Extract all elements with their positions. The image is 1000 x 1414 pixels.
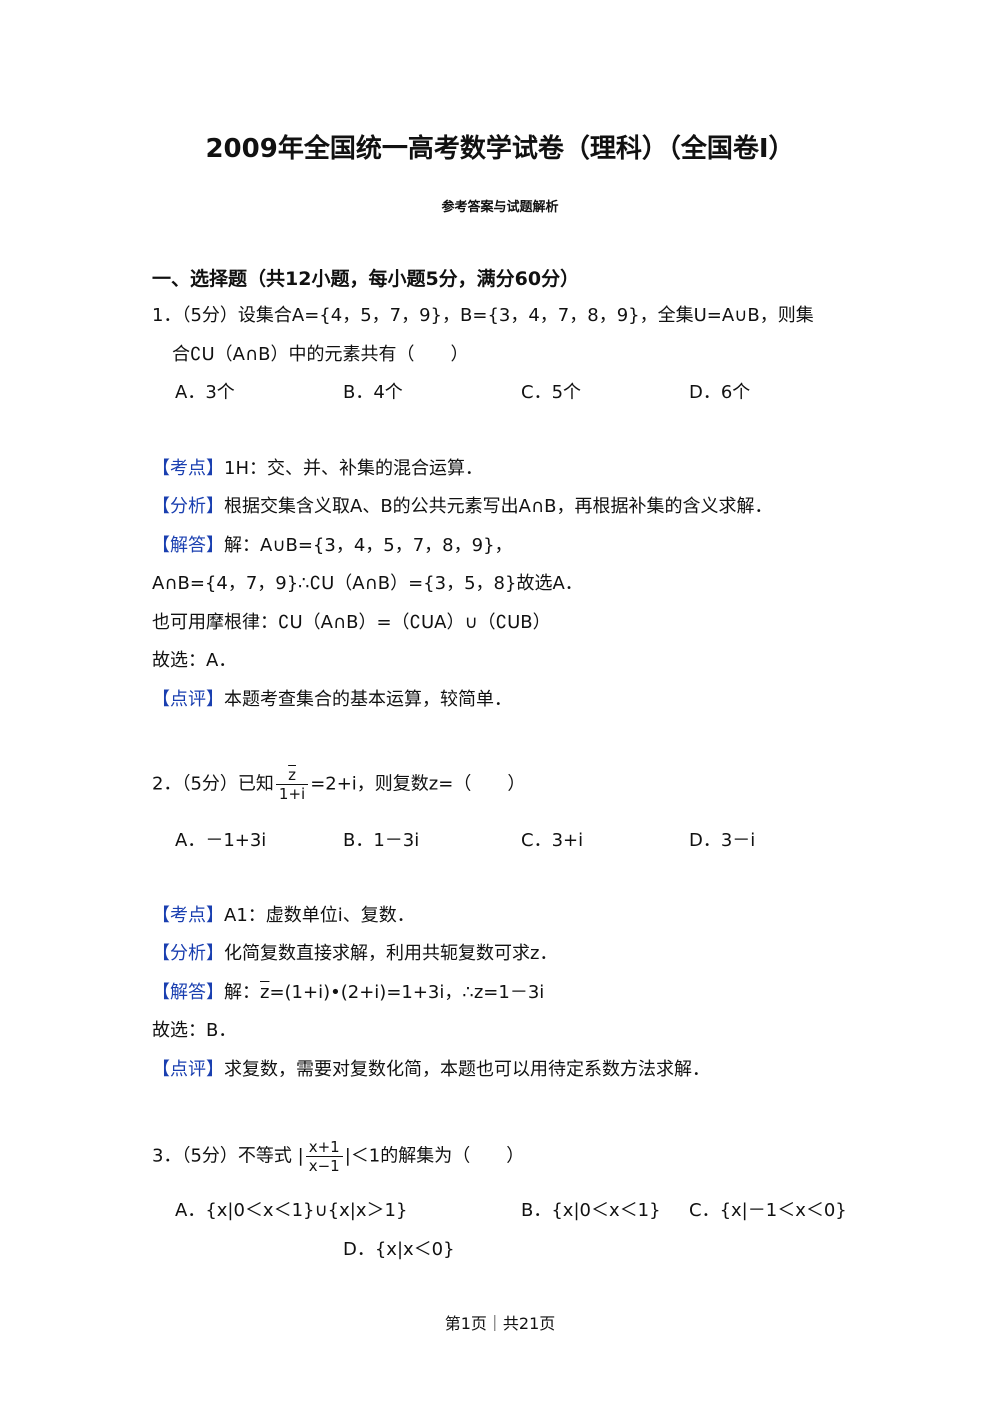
- kaodian-tag: 【考点】: [152, 458, 224, 479]
- q1-kaodian: 【考点】1H：交、并、补集的混合运算．: [152, 457, 483, 481]
- q2-solution-line2: 故选：B．: [152, 1020, 237, 1041]
- q1-option-c: C．5个: [521, 382, 582, 403]
- q1-stem-line2: 合∁U（A∩B）中的元素共有（ ）: [172, 344, 469, 365]
- jieda-tag: 【解答】: [152, 982, 224, 1003]
- q3-option-b: B．{x|0＜x＜1}: [521, 1200, 661, 1221]
- q3-frac-numerator: x+1: [305, 1138, 343, 1157]
- dianping-text: 求复数，需要对复数化简，本题也可以用待定系数方法求解．: [224, 1059, 710, 1080]
- q2-option-c: C．3+i: [521, 830, 584, 851]
- fenxi-tag: 【分析】: [152, 496, 224, 517]
- q1-solution-line4: 故选：A．: [152, 650, 237, 671]
- q3-option-d: D．{x|x＜0}: [343, 1239, 455, 1260]
- q2-option-a: A．－1+3i: [175, 830, 267, 851]
- q1-solution-line3: 也可用摩根律：∁U（A∩B）=（∁UA）∪（∁UB）: [152, 612, 551, 633]
- page-subtitle: 参考答案与试题解析: [441, 200, 559, 215]
- q2-jieda: 【解答】解：z=(1+i)•(2+i)=1+3i，∴z=1－3i: [152, 981, 544, 1005]
- dianping-text: 本题考查集合的基本运算，较简单．: [224, 689, 512, 710]
- q2-option-d: D．3－i: [689, 830, 756, 851]
- fenxi-text: 根据交集含义取A、B的公共元素写出A∩B，再根据补集的含义求解．: [224, 496, 773, 517]
- kaodian-text: A1：虚数单位i、复数．: [224, 905, 415, 926]
- q1-option-d: D．6个: [689, 382, 751, 403]
- q3-stem-prefix: 3．（5分）不等式 |: [152, 1145, 304, 1167]
- q2-frac-denominator: 1+i: [278, 785, 306, 803]
- q2-stem-suffix: =2+i，则复数z=（ ）: [310, 773, 526, 795]
- jieda-rest: =(1+i)•(2+i)=1+3i，∴z=1－3i: [269, 982, 545, 1003]
- q1-solution-line2: A∩B={4，7，9}∴∁U（A∩B）={3，5，8}故选A．: [152, 573, 583, 594]
- jieda-tag: 【解答】: [152, 535, 224, 556]
- q1-option-b: B．4个: [343, 382, 403, 403]
- q3-frac-denominator: x−1: [308, 1157, 340, 1175]
- dianping-tag: 【点评】: [152, 1059, 224, 1080]
- conjugate-z: z: [260, 982, 270, 1003]
- q1-dianping: 【点评】本题考查集合的基本运算，较简单．: [152, 688, 512, 712]
- q3-option-a: A．{x|0＜x＜1}∪{x|x＞1}: [175, 1200, 408, 1221]
- fenxi-tag: 【分析】: [152, 943, 224, 964]
- q1-option-a: A．3个: [175, 382, 235, 403]
- q2-stem-prefix: 2．（5分）已知: [152, 773, 274, 795]
- q2-frac-numerator: z: [275, 766, 309, 785]
- dianping-tag: 【点评】: [152, 689, 224, 710]
- kaodian-text: 1H：交、并、补集的混合运算．: [224, 458, 483, 479]
- jieda-text: 解：A∪B={3，4，5，7，8，9}，: [224, 535, 513, 556]
- jieda-prefix: 解：: [224, 982, 260, 1003]
- q3-option-c: C．{x|－1＜x＜0}: [689, 1200, 847, 1221]
- q2-option-b: B．1－3i: [343, 830, 420, 851]
- q2-fenxi: 【分析】化简复数直接求解，利用共轭复数可求z．: [152, 942, 557, 966]
- q3-stem-suffix: |＜1的解集为（ ）: [344, 1145, 525, 1167]
- q1-fenxi: 【分析】根据交集含义取A、B的公共元素写出A∩B，再根据补集的含义求解．: [152, 495, 773, 519]
- kaodian-tag: 【考点】: [152, 905, 224, 926]
- q2-dianping: 【点评】求复数，需要对复数化简，本题也可以用待定系数方法求解．: [152, 1058, 710, 1082]
- section-heading: 一、选择题（共12小题，每小题5分，满分60分）: [152, 268, 580, 290]
- q1-stem-line1: 1．（5分）设集合A={4，5，7，9}，B={3，4，7，8，9}，全集U=A…: [152, 305, 814, 326]
- q1-jieda: 【解答】解：A∪B={3，4，5，7，8，9}，: [152, 534, 513, 558]
- q2-kaodian: 【考点】A1：虚数单位i、复数．: [152, 904, 415, 928]
- fenxi-text: 化简复数直接求解，利用共轭复数可求z．: [224, 943, 558, 964]
- page-title: 2009年全国统一高考数学试卷（理科）（全国卷I）: [205, 134, 795, 164]
- page-footer: 第1页｜共21页: [444, 1314, 556, 1333]
